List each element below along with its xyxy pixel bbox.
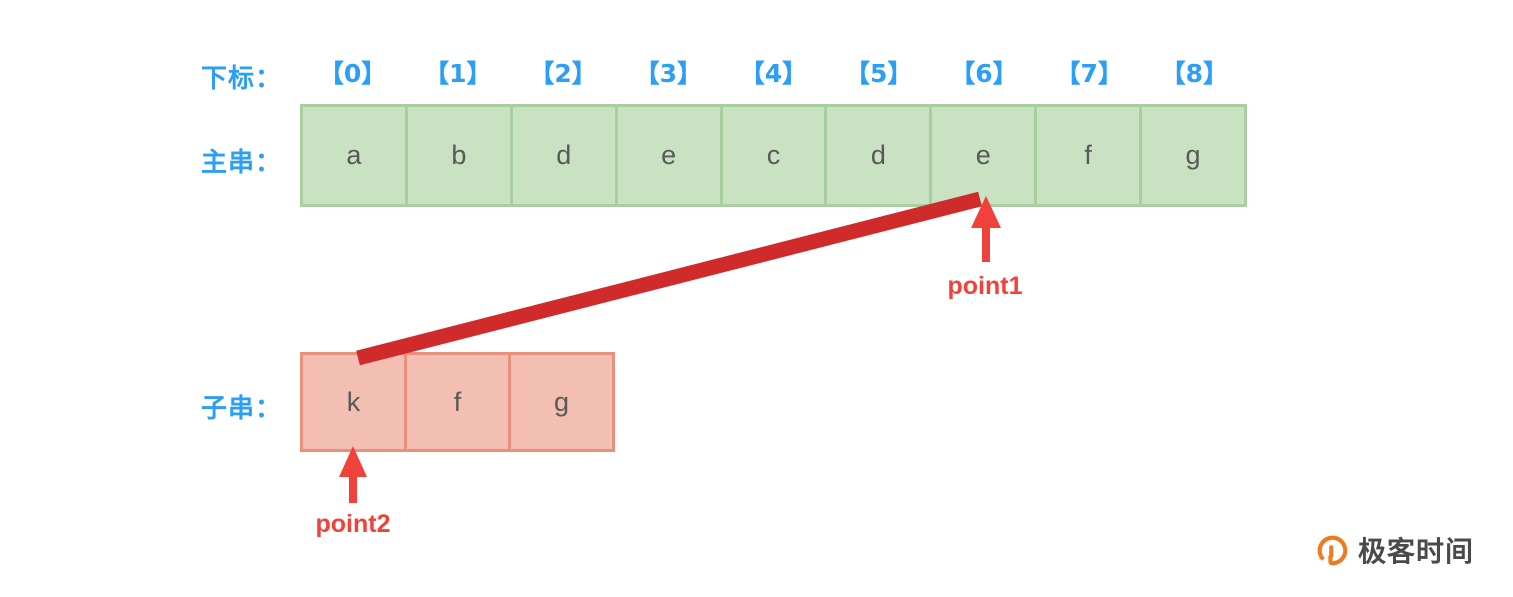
main-string-cell: f bbox=[1037, 107, 1140, 204]
point2-label: point2 bbox=[315, 510, 391, 538]
sub-string-cell: k bbox=[303, 355, 404, 449]
main-string-cell: g bbox=[1142, 107, 1245, 204]
index-row: 【0】 【1】 【2】 【3】 【4】 【5】 【6】 【7】 【8】 bbox=[300, 55, 1247, 93]
index-cell-4: 【4】 bbox=[739, 59, 808, 88]
watermark: 极客时间 bbox=[1316, 530, 1474, 570]
main-string-cell: d bbox=[512, 107, 615, 204]
index-cell-2: 【2】 bbox=[529, 59, 597, 88]
geektime-logo-icon bbox=[1317, 535, 1348, 565]
main-string-row: a b d e c d e f g bbox=[300, 104, 1247, 207]
sub-string-cell: g bbox=[511, 355, 612, 449]
sub-string-cell: f bbox=[407, 355, 508, 449]
main-string-cell: e bbox=[932, 107, 1035, 204]
main-string-cell: b bbox=[407, 107, 510, 204]
main-string-cell: e bbox=[617, 107, 720, 204]
main-string-cell: a bbox=[303, 107, 405, 204]
point2-arrow-icon bbox=[339, 446, 367, 503]
main-string-cell: d bbox=[827, 107, 930, 204]
index-cell-1: 【1】 bbox=[424, 59, 492, 88]
index-cell-3: 【3】 bbox=[634, 59, 702, 88]
main-string-row-label: 主串： bbox=[200, 148, 282, 178]
index-cell-7: 【7】 bbox=[1055, 59, 1123, 88]
index-cell-0: 【0】 bbox=[318, 59, 387, 88]
point1-label: point1 bbox=[947, 272, 1023, 300]
sub-string-row-label: 子串： bbox=[200, 394, 282, 424]
index-cell-6: 【6】 bbox=[950, 59, 1018, 88]
main-string-cell: c bbox=[722, 107, 825, 204]
index-row-label: 下标： bbox=[200, 64, 282, 94]
index-cell-8: 【8】 bbox=[1160, 59, 1229, 88]
watermark-text: 极客时间 bbox=[1358, 535, 1475, 568]
sub-string-row: k f g bbox=[300, 352, 615, 452]
index-cell-5: 【5】 bbox=[845, 59, 913, 88]
